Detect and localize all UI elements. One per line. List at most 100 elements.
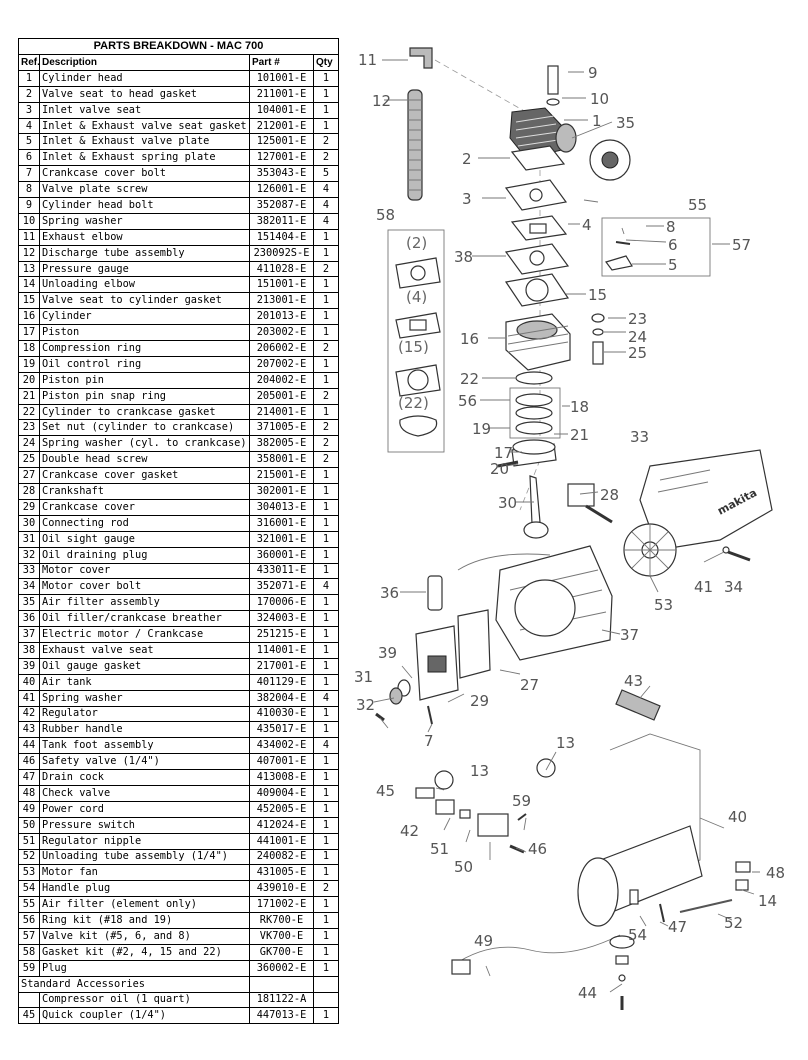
callout-13-lower: 13	[470, 762, 489, 780]
valve-plate-screw-part	[621, 227, 625, 235]
description-cell: Air filter (element only)	[39, 896, 250, 914]
power-cord-part	[451, 934, 621, 975]
qty-cell: 1	[312, 498, 340, 516]
callout-59: 59	[512, 792, 531, 810]
callout-52: 52	[724, 914, 743, 932]
qty-cell: 1	[312, 546, 340, 564]
ref-cell: 48	[18, 784, 40, 802]
callout-1: 1	[592, 112, 602, 130]
part-number-cell: 439010-E	[249, 880, 314, 898]
ring-kit-box	[509, 387, 561, 439]
inlet-valve-seat-part	[504, 179, 568, 211]
callout-45: 45	[376, 782, 395, 800]
ref-cell: 35	[18, 594, 40, 612]
qty-cell: 1	[312, 610, 340, 628]
ref-cell: 11	[18, 228, 40, 246]
qty-cell: 1	[312, 657, 340, 675]
qty-cell: 1	[312, 721, 340, 739]
description-cell: Gasket kit (#2, 4, 15 and 22)	[39, 943, 250, 961]
description-cell: Inlet valve seat	[39, 101, 250, 119]
table-title: PARTS BREAKDOWN - MAC 700	[17, 38, 340, 55]
callout-39: 39	[378, 644, 397, 662]
callout-57: 57	[732, 236, 751, 254]
pressure-switch-part	[477, 813, 509, 837]
part-number-cell: 447013-E	[249, 1007, 314, 1025]
ref-cell: 56	[18, 912, 40, 929]
description-cell: Check valve	[39, 784, 250, 802]
callout-11: 11	[358, 51, 377, 69]
ref-cell: 18	[18, 340, 40, 357]
exploded-diagram-svg: (2) (4) (15) (22)	[354, 47, 785, 1010]
ref-cell: 21	[18, 387, 40, 405]
qty-cell: 1	[312, 705, 340, 723]
ref-cell: 12	[18, 244, 40, 262]
ref-cell: 49	[18, 800, 40, 818]
ref-cell: 58	[18, 943, 40, 961]
cylinder-part	[505, 313, 571, 371]
part-number-cell: 304013-E	[249, 498, 314, 516]
description-cell: Valve seat to head gasket	[39, 85, 250, 103]
callout-15: 15	[588, 286, 607, 304]
ref-cell: 51	[18, 832, 40, 850]
plug-part	[517, 813, 527, 821]
spring-plate-part	[615, 241, 631, 245]
qty-cell: 1	[312, 562, 340, 580]
qty-cell: 1	[312, 641, 340, 659]
qty-cell: 2	[312, 451, 340, 469]
description-cell: Oil filler/crankcase breather	[39, 610, 250, 628]
qty-cell: 1	[312, 848, 340, 866]
description-cell: Inlet & Exhaust valve seat gasket	[39, 117, 250, 135]
part-number-cell: 151001-E	[249, 276, 314, 294]
part-number-cell: 125001-E	[249, 133, 314, 151]
ref-cell: 54	[18, 880, 40, 898]
qty-cell: 1	[312, 784, 340, 802]
cyl-spring-washer-part	[592, 328, 604, 336]
part-number-cell: 358001-E	[249, 451, 314, 469]
description-cell: Valve seat to cylinder gasket	[39, 292, 250, 310]
part-number-cell: 211001-E	[249, 85, 314, 103]
description-cell: Double head screw	[39, 451, 250, 469]
crankshaft-part	[567, 483, 613, 524]
part-number-cell: 127001-E	[249, 149, 314, 167]
gasket-2-part	[510, 145, 566, 171]
accessory-row: Compressor oil (1 quart)181122-A	[18, 991, 340, 1009]
piston-pin-part	[497, 460, 519, 468]
callout-55: 55	[688, 196, 707, 214]
parts-table: PARTS BREAKDOWN - MAC 700 Ref. # Descrip…	[17, 38, 340, 1025]
description-cell: Electric motor / Crankcase	[39, 626, 250, 643]
ref-cell: 42	[18, 705, 40, 723]
gasket-15-part	[504, 273, 570, 307]
air-filter-part	[555, 123, 631, 181]
part-number-cell: 413008-E	[249, 769, 314, 786]
callout-12: 12	[372, 92, 391, 110]
qty-cell: 1	[312, 530, 340, 548]
qty-cell: 2	[312, 260, 340, 278]
description-cell: Cylinder to crankcase gasket	[39, 403, 250, 421]
col-header-qty: Qty	[312, 54, 340, 71]
qty-cell	[312, 991, 340, 1009]
col-header-description: Description	[39, 54, 250, 71]
exploded-diagram: (2) (4) (15) (22)	[340, 30, 808, 1060]
ref-cell: 25	[18, 451, 40, 469]
crankcase-gasket-part	[457, 609, 491, 679]
qty-cell: 4	[312, 181, 340, 199]
set-nut-part	[591, 313, 605, 323]
pressure-gauge-part-bottom	[434, 770, 454, 790]
description-cell: Handle plug	[39, 880, 250, 898]
